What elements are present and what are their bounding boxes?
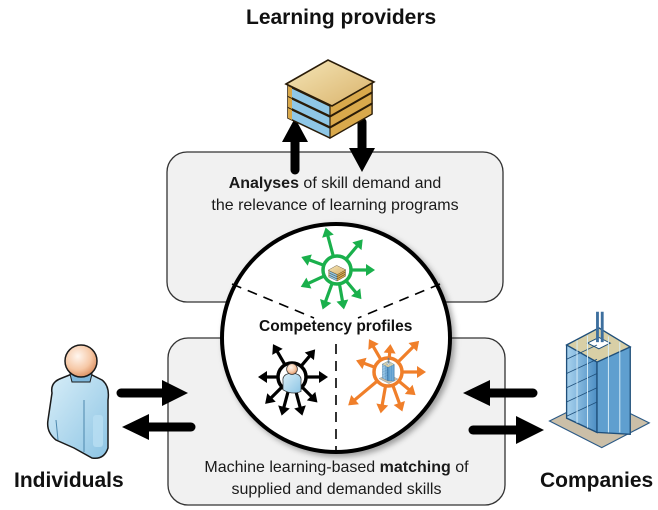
analyses-line2: the relevance of learning programs	[211, 197, 459, 214]
hub-arrow	[348, 379, 379, 406]
hub-arrow	[397, 379, 416, 396]
divider-right	[357, 283, 441, 319]
matching-line1-pre: Machine learning-based	[204, 459, 380, 476]
books-stack-icon	[284, 59, 376, 140]
hub-arrow	[376, 384, 389, 414]
hub-arrow	[336, 282, 349, 310]
arrow-to-learning-providers	[282, 118, 308, 175]
hub-arrow	[300, 385, 318, 403]
arrow-from-companies	[463, 380, 538, 406]
analyses-line1-rest: of skill demand and	[298, 175, 442, 192]
competency-profiles-circle	[220, 222, 452, 454]
arrow-to-companies	[468, 416, 544, 444]
hub-arrow	[368, 339, 383, 362]
books-stack-icon	[327, 265, 347, 282]
arrow-from-learning-providers	[349, 117, 375, 172]
hub-arrow	[400, 366, 426, 378]
hub-arrow	[294, 388, 306, 416]
analyses-text: Analyses of skill demand and the relevan…	[167, 173, 503, 217]
person-icon	[46, 344, 110, 460]
individuals-label: Individuals	[14, 469, 124, 492]
matching-text: Machine learning-based matching of suppl…	[168, 457, 505, 501]
hub-arrow	[356, 357, 377, 370]
hub-arrow	[322, 227, 335, 259]
hub-arrow	[349, 264, 375, 276]
hub-arrow	[272, 344, 287, 367]
hub-arrow	[278, 388, 290, 416]
hub-arrow	[299, 349, 316, 368]
arrow-from-individuals	[116, 380, 188, 406]
analyses-bold: Analyses	[228, 175, 299, 192]
companies-hub	[348, 339, 426, 414]
office-building-icon	[548, 311, 651, 449]
matching-bold: matching	[379, 459, 451, 476]
matching-line1-post: of	[450, 459, 469, 476]
hub-arrow	[320, 281, 334, 310]
hub-arrow	[265, 385, 284, 404]
competency-profiles-label: Competency profiles	[259, 318, 413, 335]
office-building-icon	[378, 357, 399, 384]
individuals-hub	[258, 344, 328, 416]
person-icon	[282, 363, 302, 394]
arrow-to-individuals	[122, 414, 196, 440]
hub-arrow	[344, 239, 363, 261]
learning-programs-hub	[300, 227, 375, 310]
hub-arrow	[304, 371, 328, 383]
hub-arrow	[396, 340, 420, 364]
companies-label: Companies	[540, 469, 654, 492]
divider-left	[231, 283, 315, 319]
hub-arrow	[301, 254, 326, 267]
hub-arrow	[391, 383, 405, 412]
hub-arrow	[300, 274, 326, 289]
hub-arrow	[344, 279, 362, 300]
hub-arrow	[258, 371, 280, 383]
learning-providers-label: Learning providers	[246, 6, 437, 29]
matching-line2: supplied and demanded skills	[231, 481, 442, 498]
